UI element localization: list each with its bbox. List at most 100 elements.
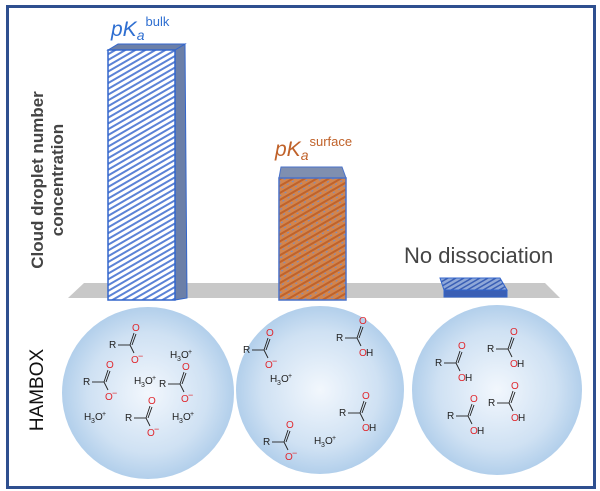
c-o-double-bond	[103, 369, 109, 383]
r-group: R	[159, 379, 166, 390]
oxygen-double: O	[510, 327, 518, 338]
c-o-double-bond-2	[147, 406, 153, 419]
hydroxyl-h: H	[369, 423, 376, 434]
negative-charge: −	[154, 424, 159, 434]
hydroxyl-h: H	[518, 413, 525, 424]
bar-bulk-top	[106, 43, 187, 51]
c-o-single-bond	[455, 362, 461, 372]
c-o-single-bond	[467, 415, 473, 425]
hydronium-sub3: 3	[321, 442, 325, 449]
c-o-double-bond	[508, 390, 514, 404]
r-group: R	[336, 333, 343, 344]
oxygen-double: O	[182, 362, 190, 373]
oxygen-double: O	[106, 360, 114, 371]
oxygen-single: O	[105, 392, 113, 403]
hydroxyl-h: H	[477, 426, 484, 437]
hydroxyl-h: H	[465, 373, 472, 384]
hambox-label-wrap: HAMBOX	[18, 330, 58, 450]
negative-charge: −	[112, 388, 117, 398]
bar-none-top	[439, 277, 508, 291]
r-group: R	[125, 413, 132, 424]
bar-bulk-side	[174, 43, 188, 301]
c-o-double-bond	[356, 325, 362, 339]
oxygen-single: O	[511, 413, 519, 424]
carboxylate-molecule: ROO−	[109, 323, 143, 366]
droplet-bulk	[62, 307, 234, 479]
bar-surface-front	[278, 177, 347, 301]
label-pka-surface-sup: surface	[309, 134, 353, 149]
label-pka-surface-sub: a	[300, 147, 309, 163]
hydronium-h: H	[170, 350, 177, 361]
r-group: R	[339, 408, 346, 419]
bar-none	[439, 277, 508, 298]
hydronium-sub3: 3	[277, 380, 281, 387]
oxygen-double: O	[511, 381, 519, 392]
label-pka-surface: pKasurface	[275, 134, 352, 163]
hydronium-h: H	[84, 412, 91, 423]
oxygen-single: O	[359, 348, 367, 359]
hydroxyl-h: H	[366, 348, 373, 359]
hydronium-h: H	[270, 374, 277, 385]
bar-surface	[278, 166, 347, 301]
r-group: R	[83, 377, 90, 388]
oxygen-single: O	[285, 452, 293, 463]
c-o-single-bond	[356, 337, 362, 347]
label-no-dissociation: No dissociation	[404, 243, 554, 268]
c-o-single-bond	[103, 381, 109, 391]
hydroxyl-h: H	[517, 359, 524, 370]
oxygen-single: O	[510, 359, 518, 370]
oxygen-double: O	[132, 323, 140, 334]
label-pka-surface-main: pK	[275, 138, 301, 161]
hydronium-sub3: 3	[91, 418, 95, 425]
hambox-label: HAMBOX	[27, 348, 48, 432]
carboxylate-molecule: ROO−	[159, 362, 193, 405]
c-o-single-bond	[145, 417, 151, 427]
r-group: R	[243, 345, 250, 356]
c-o-double-bond-2	[361, 401, 367, 414]
oxygen-single: O	[147, 428, 155, 439]
hydronium-sub3: 3	[179, 418, 183, 425]
r-group: R	[487, 344, 494, 355]
c-o-double-bond	[359, 400, 365, 414]
label-pka-bulk-main: pK	[111, 18, 137, 41]
hydronium-plus: +	[288, 373, 292, 380]
r-group: R	[263, 437, 270, 448]
hydronium-sub3: 3	[177, 356, 181, 363]
hydronium-o: O	[181, 350, 189, 361]
c-o-double-bond	[507, 336, 513, 350]
c-o-double-bond	[455, 350, 461, 364]
oxygen-double: O	[148, 396, 156, 407]
bar-bulk-front	[107, 49, 176, 301]
c-o-double-bond	[263, 337, 269, 351]
r-group: R	[435, 358, 442, 369]
oxygen-single: O	[362, 423, 370, 434]
r-group: R	[488, 398, 495, 409]
c-o-double-bond	[145, 405, 151, 419]
hydronium-o: O	[145, 376, 153, 387]
c-o-single-bond	[129, 344, 135, 354]
negative-charge: −	[272, 356, 277, 366]
negative-charge: −	[188, 390, 193, 400]
hydronium-h: H	[134, 376, 141, 387]
carboxylate-molecule: ROO−	[125, 396, 159, 439]
c-o-double-bond-2	[285, 430, 291, 443]
hydronium-o: O	[281, 374, 289, 385]
oxygen-double: O	[266, 328, 274, 339]
carboxylate-molecule: ROO−	[263, 420, 297, 463]
negative-charge: −	[292, 448, 297, 458]
figure-frame	[6, 5, 596, 489]
oxygen-double: O	[458, 341, 466, 352]
negative-charge: −	[138, 351, 143, 361]
c-o-double-bond	[129, 332, 135, 346]
c-o-double-bond-2	[265, 338, 271, 351]
oxygen-single: O	[181, 394, 189, 405]
